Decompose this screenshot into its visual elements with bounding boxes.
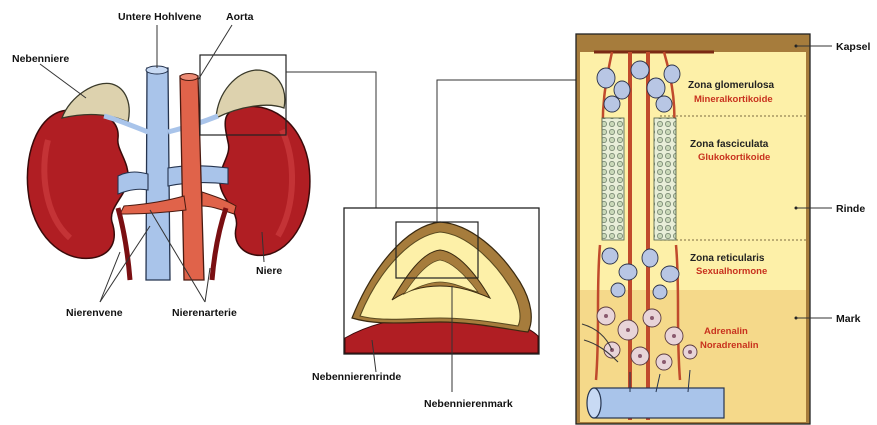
kidney-overview: Untere Hohlvene Aorta Nebenniere Niere N… — [12, 11, 310, 319]
zone-reticularis-hormone: Sexualhormone — [696, 266, 767, 277]
zone-fasciculata-hormone: Glukokortikoide — [698, 152, 770, 163]
label-vena-cava: Untere Hohlvene — [118, 11, 202, 23]
label-kidney: Niere — [256, 265, 282, 277]
label-mark: Mark — [836, 313, 861, 325]
label-capsule: Kapsel — [836, 41, 871, 53]
right-kidney — [220, 106, 310, 255]
adrenal-cross-section: Nebennierenrinde Nebennierenmark — [312, 208, 539, 410]
label-rinde: Rinde — [836, 203, 865, 215]
label-aorta: Aorta — [226, 11, 254, 23]
connector-line-2 — [437, 80, 578, 222]
label-medulla: Nebennierenmark — [424, 398, 513, 410]
label-cortex: Nebennierenrinde — [312, 371, 401, 383]
zone-glomerulosa-name: Zona glomerulosa — [688, 80, 775, 91]
histology-panel: Zona glomerulosa Mineralkortikoide Zona … — [576, 34, 810, 424]
label-renal-artery: Nierenarterie — [172, 307, 237, 319]
medulla-hormone-noradrenalin: Noradrenalin — [700, 340, 759, 351]
fasciculata-column-left — [602, 118, 624, 240]
zone-fasciculata-name: Zona fasciculata — [690, 139, 769, 150]
fasciculata-column-right — [654, 118, 676, 240]
label-renal-vein: Nierenvene — [66, 307, 123, 319]
label-adrenal: Nebenniere — [12, 53, 69, 65]
zone-reticularis-name: Zona reticularis — [690, 253, 765, 264]
vena-cava — [146, 68, 170, 280]
medulla-hormone-adrenalin: Adrenalin — [704, 326, 748, 337]
capsule-band — [580, 38, 806, 52]
zone-glomerulosa-hormone: Mineralkortikoide — [694, 94, 773, 105]
